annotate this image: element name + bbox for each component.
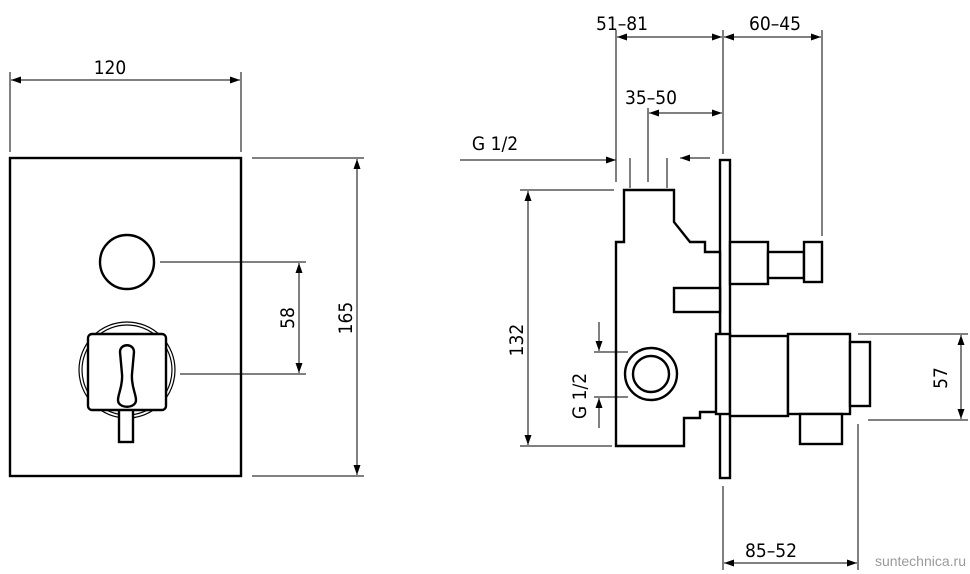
front-view: 120 165 58 (8, 57, 364, 478)
dim-top-left-label: 51–81 (596, 13, 648, 35)
thread-top-label: G 1/2 (472, 133, 518, 155)
dim-right-label: 57 (930, 367, 952, 389)
wall-plate (718, 158, 732, 480)
inlet-boss (672, 286, 722, 314)
side-height-label: 132 (506, 324, 528, 357)
dim-mid-label: 35–50 (625, 87, 677, 109)
outlet-port (623, 346, 679, 402)
side-view: 51–81 60–45 35–50 G 1/2 132 G 1/2 57 (460, 13, 968, 570)
handle-grip (116, 344, 138, 408)
front-width-label: 120 (94, 57, 127, 79)
valve-body (614, 188, 722, 448)
handle-square (86, 332, 168, 412)
cover-plate (8, 156, 243, 478)
diverter-stem (728, 240, 770, 286)
front-height-label: 165 (335, 302, 357, 335)
dim-bottom-label: 85–52 (745, 540, 797, 562)
cartridge (714, 332, 732, 416)
thread-side-label: G 1/2 (569, 373, 591, 419)
push-button (98, 233, 156, 291)
dim-top-right-label: 60–45 (749, 13, 801, 35)
watermark: suntechnica.ru (875, 553, 966, 569)
front-spacing-label: 58 (277, 307, 299, 329)
